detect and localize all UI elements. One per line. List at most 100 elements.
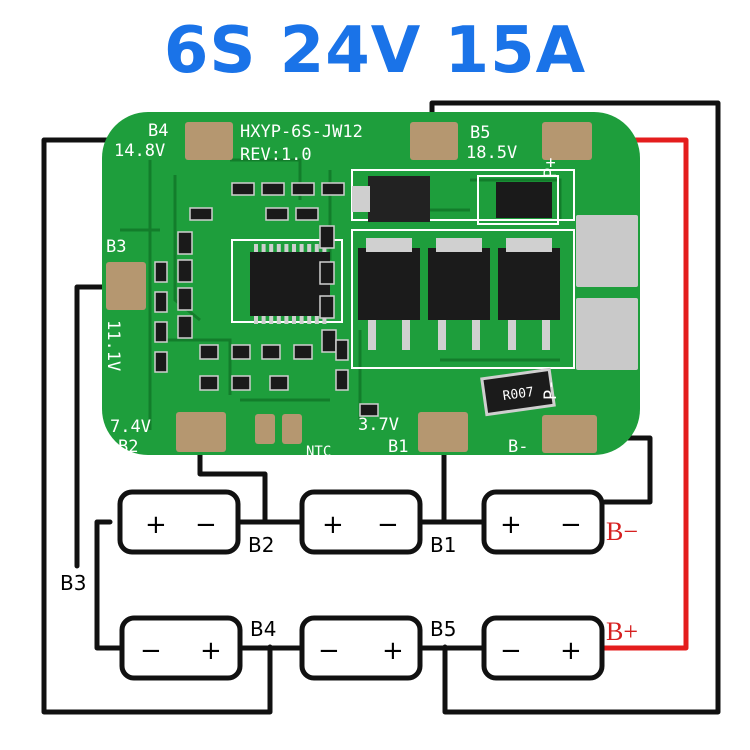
smd-component <box>295 207 319 221</box>
mosfet-4 <box>498 238 560 350</box>
smd-passives <box>154 182 379 417</box>
pad-pminus <box>576 298 638 370</box>
ic-pin <box>276 244 281 252</box>
cell-top-2: + − <box>299 489 423 555</box>
label-pplus: P+ <box>541 158 561 178</box>
node-bneg: B− <box>606 517 638 546</box>
mosfet-small <box>496 182 552 218</box>
smd-component <box>231 344 251 360</box>
smd-component <box>321 329 337 353</box>
smd-component <box>199 344 219 360</box>
label-ntc: NTC <box>306 444 331 460</box>
node-b2: B2 <box>248 533 274 557</box>
label-b5-voltage: 18.5V <box>466 143 517 163</box>
ic-pin <box>314 244 319 252</box>
label-b4: B4 <box>148 121 168 141</box>
cell-bot-2-plus: + <box>382 636 404 666</box>
wire-b4 <box>41 137 273 715</box>
ic-pin <box>269 316 274 324</box>
cell-top-1-minus: − <box>195 510 217 540</box>
cell-bot-1-plus: + <box>200 636 222 666</box>
cell-bot-2: − + <box>299 615 423 681</box>
ic-pin <box>254 316 258 324</box>
smd-component <box>335 369 349 391</box>
ic-pin <box>261 316 266 324</box>
pad-b4 <box>185 122 233 160</box>
ic-pin <box>307 244 312 252</box>
node-bplus: B+ <box>606 617 638 646</box>
smd-component <box>154 321 168 343</box>
smd-component <box>231 375 251 391</box>
cell-bot-3-minus: − <box>500 636 522 666</box>
cell-bot-3-plus: + <box>560 636 582 666</box>
mosfets <box>352 176 560 350</box>
node-labels: B2 B1 B3 B4 B5 B− B+ <box>60 517 638 646</box>
cell-top-3-plus: + <box>500 510 522 540</box>
smd-component <box>321 182 345 196</box>
smd-component <box>265 207 289 221</box>
bms-ic <box>250 244 330 324</box>
pad-ntc-2 <box>282 414 302 444</box>
smd-component <box>177 231 193 255</box>
node-b3: B3 <box>60 571 86 595</box>
cell-top-2-plus: + <box>322 510 344 540</box>
smd-component <box>359 403 379 417</box>
label-b1-voltage: 3.7V <box>358 415 399 435</box>
cell-bot-1-minus: − <box>140 636 162 666</box>
smd-component <box>335 339 349 361</box>
resistor-label: R007 <box>502 385 535 404</box>
cell-bot-2-minus: − <box>318 636 340 666</box>
label-bneg: B- <box>508 437 528 457</box>
label-pminus: P- <box>541 380 561 400</box>
ic-pin <box>299 316 304 324</box>
label-b1: B1 <box>388 437 408 457</box>
ic-pin <box>261 244 266 252</box>
board-model: HXYP-6S-JW12 <box>240 122 363 142</box>
label-b2-voltage: 7.4V <box>110 417 151 437</box>
ic-pin <box>314 316 319 324</box>
label-b3: B3 <box>106 237 126 257</box>
label-b4-voltage: 14.8V <box>114 141 165 161</box>
smd-component <box>291 182 315 196</box>
mosfet-1 <box>352 176 430 222</box>
node-b1: B1 <box>430 533 456 557</box>
wire-b3-bridge <box>94 519 128 651</box>
ic-pin <box>292 244 296 252</box>
smd-component <box>189 207 213 221</box>
cell-top-3: + − <box>481 489 605 555</box>
ic-pin <box>284 244 289 252</box>
smd-component <box>199 375 219 391</box>
shunt-resistor: R007 <box>480 367 556 417</box>
smd-component <box>319 225 335 249</box>
smd-component <box>293 344 313 360</box>
ic-pin <box>292 316 296 324</box>
smd-component <box>261 182 285 196</box>
mosfet-2 <box>358 238 420 350</box>
pad-b2 <box>176 412 226 452</box>
ic-body <box>250 252 330 316</box>
battery-cells: + − + − + − − + − + <box>117 489 605 681</box>
label-b3-voltage: 11.1V <box>103 320 123 371</box>
pad-bplus-top <box>542 122 592 160</box>
pad-pplus <box>576 215 638 287</box>
smd-component <box>177 315 193 339</box>
smd-component <box>154 351 168 373</box>
smd-component <box>231 182 255 196</box>
ic-pin <box>284 316 289 324</box>
ic-pin <box>299 244 304 252</box>
smd-component <box>177 259 193 283</box>
cell-bot-3: − + <box>481 615 605 681</box>
pad-bneg <box>542 415 597 453</box>
cell-top-2-minus: − <box>377 510 399 540</box>
pad-ntc-1 <box>255 414 275 444</box>
pcb-pads <box>106 122 638 453</box>
cell-bot-1: − + <box>119 615 243 681</box>
smd-component <box>154 291 168 313</box>
cell-top-1-plus: + <box>145 510 167 540</box>
smd-component <box>177 287 193 311</box>
ic-pin <box>269 244 274 252</box>
ic-pin <box>307 316 312 324</box>
board-rev: REV:1.0 <box>240 145 312 165</box>
cell-top-3-minus: − <box>560 510 582 540</box>
